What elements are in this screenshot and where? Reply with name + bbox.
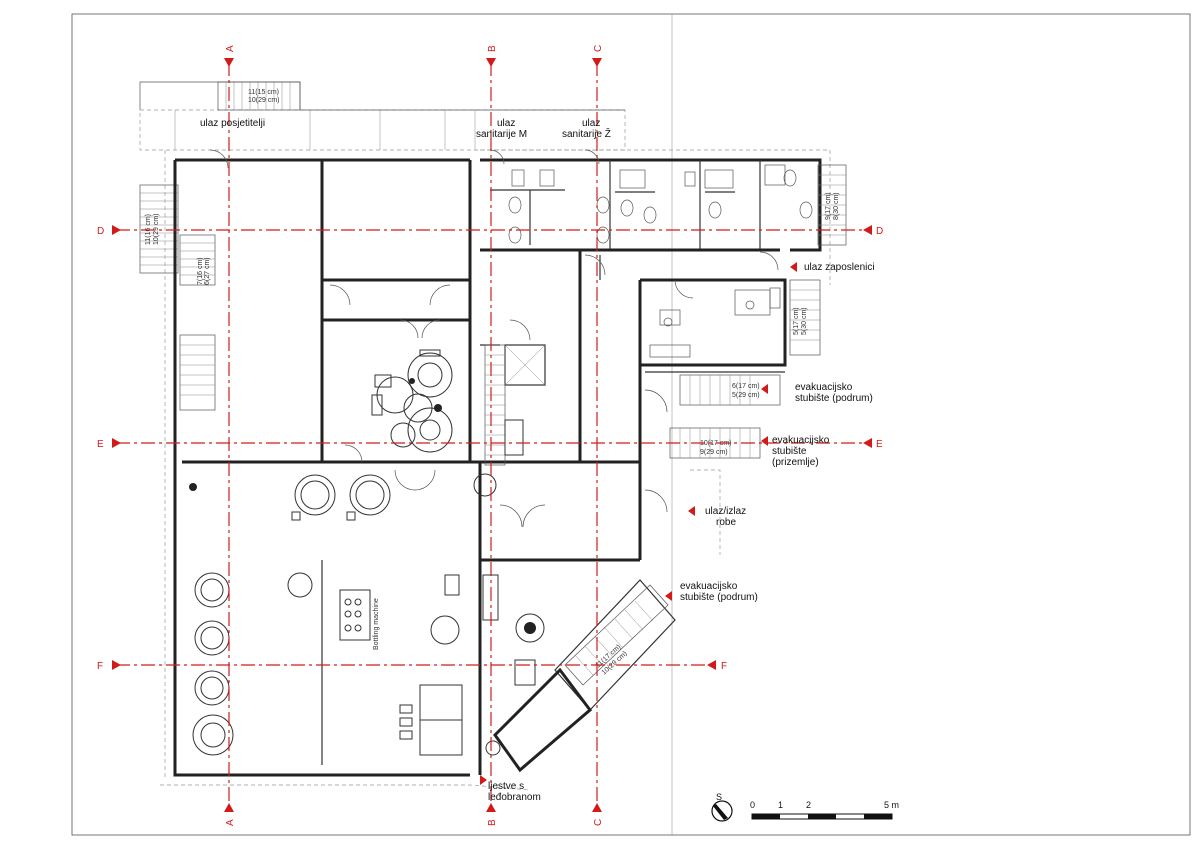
axis-f-right-label: F: [721, 661, 727, 672]
label-ladder-line1: ljestve s: [488, 781, 524, 792]
stair-right-mid-treads: 5(30 cm): [801, 307, 808, 335]
label-evac-basement-line2: stubište (podrum): [795, 393, 873, 404]
grid-axis-f: F F: [97, 660, 727, 672]
stair-right-top-risers: 9(17 cm): [825, 192, 832, 220]
label-evac-basement2-line2: stubište (podrum): [680, 592, 758, 603]
label-goods-line1: ulaz/izlaz: [705, 506, 746, 517]
stair-evac-basement: 6(17 cm) 5(29 cm): [679, 374, 781, 406]
label-staff-entrance: ulaz zaposlenici: [804, 262, 875, 273]
axis-c-bottom-label: C: [593, 819, 604, 826]
label-visitor-entrance: ulaz posjetitelji: [200, 118, 265, 129]
bottling-area: Bottling machine: [287, 419, 545, 756]
stair-inner-left-treads: 6(27 cm): [204, 257, 211, 285]
label-evac-ground-line3: (prizemlje): [772, 457, 819, 468]
north-arrow-letter: S: [716, 792, 722, 802]
stair-evac-risers: 6(17 cm): [732, 383, 760, 390]
stair-right-mid: 5(17 cm) 5(30 cm): [789, 279, 821, 356]
label-evac-ground-line1: evakuacijsko: [772, 435, 830, 446]
axis-e-left-label: E: [97, 439, 104, 450]
scale-tick-1: 1: [778, 800, 783, 810]
building-walls: [173, 158, 822, 777]
axis-d-left-label: D: [97, 226, 104, 237]
grid-axis-d: D D: [97, 225, 883, 237]
axis-a-bottom-label: A: [225, 819, 236, 826]
label-sanitary-z-line1: ulaz: [582, 118, 600, 129]
label-evac-ground-line2: stubište: [772, 446, 807, 457]
fermentation-tanks: [189, 473, 499, 756]
drawing-frame: [71, 13, 1191, 836]
stair-right-top: 9(17 cm) 8(30 cm): [817, 164, 847, 246]
label-sanitary-m-line2: sanitarije M: [476, 129, 527, 140]
axis-d-right-label: D: [876, 226, 883, 237]
label-goods-line2: robe: [716, 517, 736, 528]
scale-tick-0: 0: [750, 800, 755, 810]
stair-top-left: 11(15 cm) 10(29 cm): [217, 81, 301, 111]
sanitary-fixtures: [508, 164, 813, 244]
scale-tick-5m: 5 m: [884, 800, 899, 810]
north-arrow: S: [711, 792, 733, 822]
label-sanitary-m-line1: ulaz: [497, 118, 515, 129]
office-furniture: [649, 287, 781, 358]
axis-b-bottom-label: B: [487, 819, 498, 826]
stair-left-treads: 10(29 cm): [153, 213, 160, 245]
stair-evac-treads: 5(29 cm): [732, 392, 760, 399]
entrance-markers: [480, 262, 797, 785]
grid-axis-b: B B: [486, 45, 498, 826]
stair-inner-left-risers: 7(16 cm): [197, 257, 204, 285]
lift-core: [484, 344, 546, 466]
axis-b-top-label: B: [487, 45, 498, 52]
label-sanitary-z-line2: sanitarije Ž: [562, 127, 611, 140]
axis-a-top-label: A: [225, 45, 236, 52]
grid-axis-a: A A: [224, 45, 236, 826]
axis-c-top-label: C: [593, 45, 604, 52]
scale-tick-2: 2: [806, 800, 811, 810]
doors: [209, 149, 779, 528]
stair-right-mid-risers: 5(17 cm): [793, 307, 800, 335]
stair-evac-ground-risers: 10(17 cm): [700, 440, 732, 447]
bottling-machine-label: Bottling machine: [373, 598, 380, 650]
stair-top-left-risers: 11(15 cm): [248, 89, 279, 96]
stair-inner-left: 7(16 cm) 6(27 cm): [179, 234, 216, 411]
axis-e-right-label: E: [876, 439, 883, 450]
scale-bar: 0 1 2 5 m: [750, 800, 899, 820]
stair-evac-ground-treads: 9(29 cm): [700, 449, 728, 456]
stair-top-left-treads: 10(29 cm): [248, 97, 280, 104]
label-ladder-line2: leđobranom: [488, 792, 541, 803]
axis-f-left-label: F: [97, 661, 103, 672]
brewhouse-equipment: [371, 349, 453, 453]
label-evac-basement2-line1: evakuacijsko: [680, 581, 738, 592]
stair-right-top-treads: 8(30 cm): [833, 192, 840, 220]
grid-axis-e: E E: [97, 438, 883, 450]
label-evac-basement-line1: evakuacijsko: [795, 382, 853, 393]
stair-diagonal: 11(17 cm) 10(29 cm): [564, 584, 669, 686]
grid-axis-c: C C: [592, 45, 604, 826]
stair-left: 11(16 cm) 10(29 cm): [139, 184, 179, 274]
